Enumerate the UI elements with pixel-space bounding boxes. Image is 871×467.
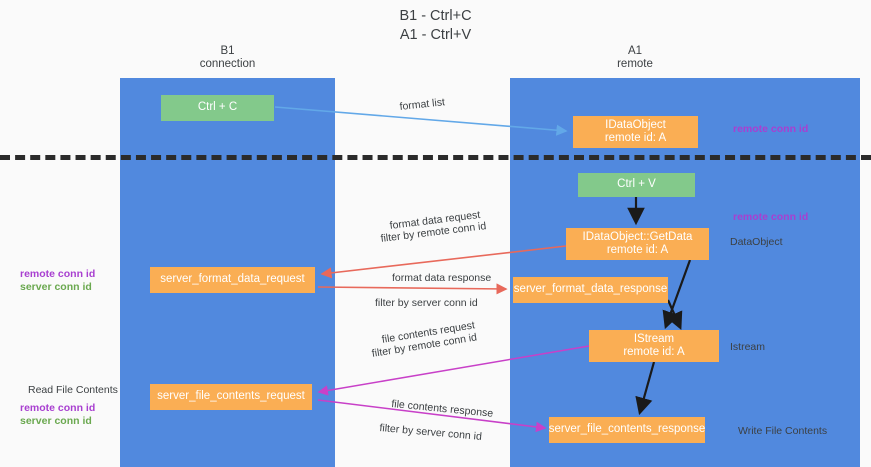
box-server-format-data-request-label: server_format_data_request — [160, 273, 305, 286]
box-istream-line1: IStream — [633, 332, 675, 345]
box-server-format-data-response[interactable]: server_format_data_response — [513, 277, 668, 303]
box-idataobject-line2: remote id: A — [604, 132, 667, 144]
label-right-dataobject: DataObject — [730, 236, 783, 248]
label-format-data-response-filter: filter by server conn id — [375, 297, 478, 310]
box-getdata-line1: IDataObject::GetData — [582, 230, 693, 243]
box-istream-line2: remote id: A — [623, 346, 685, 358]
label-format-data-response: format data response — [392, 272, 492, 284]
label-left-remote-conn-id-2: remote conn id — [20, 402, 96, 414]
lane-heading-a1: A1 remote — [617, 45, 653, 70]
box-ctrl-c[interactable]: Ctrl + C — [161, 95, 274, 121]
label-filter-prefix-2: filter by — [375, 297, 412, 309]
lane-heading-b1: B1 connection — [199, 45, 256, 70]
box-server-file-contents-request[interactable]: server_file_contents_request — [150, 384, 312, 410]
box-getdata-line2: remote id: A — [606, 244, 669, 256]
label-format-list: format list — [399, 96, 446, 113]
box-ctrl-v[interactable]: Ctrl + V — [578, 173, 695, 197]
box-server-format-data-response-label: server_format_data_response — [513, 283, 668, 296]
label-right-write-file-contents: Write File Contents — [738, 425, 828, 437]
label-file-contents-response: file contents response — [390, 398, 494, 420]
label-filter-prefix-4: filter by — [378, 422, 417, 438]
label-right-istream: Istream — [730, 341, 766, 353]
arrow-format-data-response — [317, 283, 508, 295]
box-idataobject[interactable]: IDataObject remote id: A — [573, 116, 698, 148]
box-istream[interactable]: IStream remote id: A — [589, 330, 719, 362]
label-file-contents-response-filter: filter by server conn id — [379, 422, 482, 444]
box-ctrl-c-label: Ctrl + C — [197, 101, 238, 114]
phase-divider — [0, 155, 871, 160]
box-server-file-contents-response-label: server_file_contents_response — [548, 423, 706, 436]
label-right-remote-conn-id-top: remote conn id — [733, 123, 809, 135]
box-idataobject-getdata[interactable]: IDataObject::GetData remote id: A — [566, 228, 709, 260]
label-left-server-conn-id-2: server conn id — [20, 415, 92, 427]
label-left-server-conn-id: server conn id — [20, 281, 92, 293]
label-left-read-file-contents: Read File Contents — [28, 384, 118, 396]
page-title: B1 - Ctrl+C A1 - Ctrl+V — [399, 8, 472, 43]
label-filter-key-server-conn-id: server conn id — [411, 297, 478, 309]
box-server-file-contents-request-label: server_file_contents_request — [157, 390, 305, 403]
label-right-remote-conn-id-mid: remote conn id — [733, 211, 809, 223]
box-server-format-data-request[interactable]: server_format_data_request — [150, 267, 315, 293]
box-ctrl-v-label: Ctrl + V — [617, 178, 656, 191]
box-idataobject-line1: IDataObject — [605, 118, 666, 131]
label-filter-key-server-conn-id-2: server conn id — [415, 425, 483, 443]
label-filter-prefix-3: filter by — [371, 342, 410, 360]
label-left-remote-conn-id: remote conn id — [20, 268, 96, 280]
label-filter-prefix: filter by — [380, 228, 418, 245]
box-server-file-contents-response[interactable]: server_file_contents_response — [549, 417, 705, 443]
